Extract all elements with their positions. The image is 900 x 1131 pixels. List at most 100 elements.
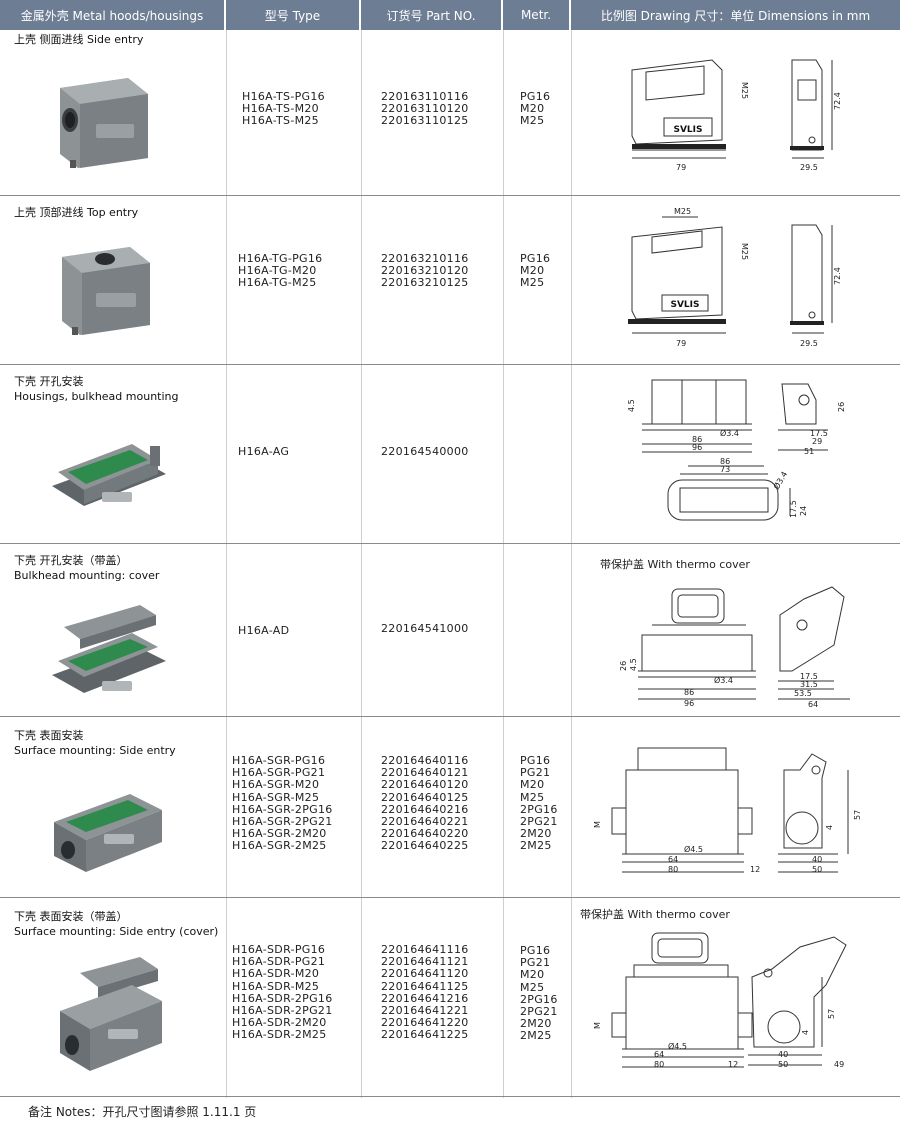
metr-value: M25 [520,276,545,290]
dim-label: 17.5 [789,500,798,518]
category-en: Surface mounting: Side entry (cover) [14,925,219,938]
type-code: H16A-SGR-M20 [232,778,320,792]
type-code: H16A-SGR-2PG16 [232,802,333,816]
dim-label: 29.5 [800,339,818,348]
type-code: H16A-SGR-2M25 [232,839,327,853]
category-label: 上壳 顶部进线 Top entry [14,205,138,220]
category-cn: 上壳 顶部进线 Top entry [14,206,139,219]
part-number: 220164640225 [381,839,469,853]
dimension-drawing: M Ø4.5 64 80 12 40 50 4 57 [593,747,862,874]
category-cn: 下壳 开孔安装 [14,375,84,388]
dim-label: 86 [720,457,730,466]
part-number: 220164641220 [381,1016,469,1030]
metr-value: PG16 [520,252,551,265]
col-type-header: 型号 Type [226,0,361,30]
part-number: 220164641216 [381,991,469,1005]
type-code: H16A-SGR-M25 [232,790,320,804]
part-number: 220164640116 [381,754,469,767]
type-code: H16A-SDR-PG16 [232,943,326,956]
category-label: 下壳 开孔安装 Housings, bulkhead mounting [14,374,179,404]
dim-label: Ø4.5 [668,1041,687,1051]
type-code: H16A-TG-PG16 [238,252,323,265]
dim-label: 26 [837,402,846,412]
part-number: 220163210116 [381,252,469,265]
part-number: 220164641120 [381,967,469,981]
dim-label: Ø4.5 [684,844,703,854]
type-list: H16A-AG [238,445,289,458]
table-row: 上壳 侧面进线 Side entry H16A-TS-PG16 H16A-TS-… [0,30,900,196]
hood-top-entry-photo [62,247,150,335]
col-metr-header: Metr. [503,0,571,30]
metr-value: 2M25 [520,839,552,853]
category-label: 上壳 侧面进线 Side entry [14,32,143,47]
part-list: 220164641116 220164641121 220164641120 2… [381,943,469,1042]
dimension-drawing: 26 4.5 Ø3.4 86 96 17.5 31.5 53.5 64 [619,586,850,709]
metr-value: M20 [520,264,545,278]
dim-label: 72.4 [833,92,842,110]
type-code: H16A-TS-M20 [242,102,319,116]
metr-value: 2PG21 [520,1005,558,1019]
dim-label: 72.4 [833,267,842,285]
dim-label: 49 [834,1060,844,1069]
type-code: H16A-SDR-M25 [232,979,320,993]
part-number: 220163210120 [381,264,469,278]
category-en: Bulkhead mounting: cover [14,569,160,582]
dimension-drawing: SVLIS M25 M25 72.4 79 29.5 [628,207,842,348]
housing-bulkhead-cover-photo [52,605,166,693]
dim-label: M [593,821,602,828]
metr-value: PG16 [520,90,551,103]
metr-value: PG21 [520,766,551,780]
category-label: 下壳 表面安装 Surface mounting: Side entry [14,728,176,758]
table-row: 下壳 表面安装（带盖） Surface mounting: Side entry… [0,899,900,1097]
metr-value: 2PG16 [520,802,558,816]
metr-value: M20 [520,778,545,792]
dim-label: 40 [812,855,822,864]
column-divider [571,30,572,1098]
table-row: 下壳 表面安装 Surface mounting: Side entry H16… [0,718,900,898]
type-code: H16A-SDR-2PG16 [232,991,333,1005]
dim-label: 4.5 [627,399,636,412]
type-code: H16A-SGR-2PG21 [232,815,333,829]
dim-label: M25 [740,82,749,99]
dim-label: 53.5 [794,689,812,698]
dim-label: 4.5 [629,658,638,671]
metr-value: 2M25 [520,1029,552,1043]
category-en: Surface mounting: Side entry [14,744,176,757]
metr-list: PG16 PG21 M20 M25 2PG16 2PG21 2M20 2M25 [520,944,558,1043]
dimension-drawing: 4.5 26 Ø3.4 86 96 17.5 29 51 86 73 Ø3.4 … [627,379,846,521]
type-list: H16A-AD [238,624,289,637]
type-code: H16A-SDR-PG21 [232,955,326,969]
part-number: 220164641121 [381,955,469,969]
dim-label: 64 [668,855,678,864]
type-code: H16A-SGR-2M20 [232,827,327,841]
housing-bulkhead-photo [52,444,166,506]
metr-value: 2M20 [520,1017,552,1031]
brand-label: SVLIS [670,300,699,310]
category-label: 下壳 表面安装（带盖） Surface mounting: Side entry… [14,909,218,939]
part-number: 220163210125 [381,276,469,290]
dim-label: 24 [799,506,808,516]
dim-label: 79 [676,339,686,348]
type-code: H16A-TS-PG16 [242,90,325,103]
thermo-cover-note: 带保护盖 With thermo cover [600,558,750,571]
dim-label: 86 [684,688,694,697]
type-code: H16A-SDR-M20 [232,967,320,981]
column-divider [503,30,504,1098]
col-housing-header: 金属外壳 Metal hoods/housings [0,0,226,30]
metr-value: PG16 [520,754,551,767]
column-divider [361,30,362,1098]
dim-label: 86 [692,435,702,444]
dim-label: 64 [808,700,818,709]
metr-list: PG16 M20 M25 [520,90,551,128]
type-code: H16A-SGR-PG16 [232,754,326,767]
part-number: 220164541000 [381,622,469,635]
dim-label: 73 [720,465,730,474]
type-list: H16A-SDR-PG16 H16A-SDR-PG21 H16A-SDR-M20… [232,943,333,1042]
col-part-header: 订货号 Part NO. [361,0,503,30]
column-divider [226,30,227,1098]
dim-label: M25 [740,243,749,260]
dim-label: 80 [654,1060,664,1069]
part-number: 220164540000 [381,445,469,458]
dim-label: 79 [676,163,686,172]
metr-value: 2PG21 [520,815,558,829]
